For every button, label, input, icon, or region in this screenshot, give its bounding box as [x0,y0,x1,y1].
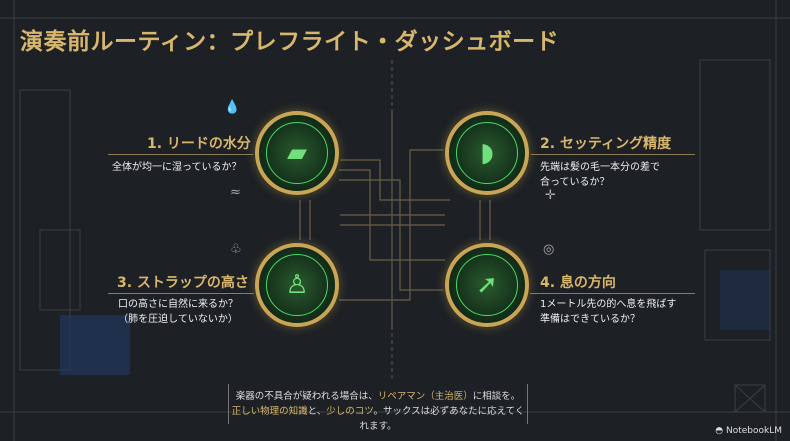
setting-precision-dial: ◗ [445,111,529,195]
water-drop-icon: 💧 [224,100,241,115]
player-icon: ♙ [266,254,328,316]
item-4-desc: 1メートル先の的へ息を飛ばす準備はできているか？ [540,299,677,325]
item-4-heading: 4. 息の方向 [540,275,616,291]
target-icon: ◎ [543,242,555,257]
strap-height-dial: ♙ [255,243,339,327]
notebooklm-logo: ◓ NotebookLM [715,426,782,436]
item-3-heading: 3. ストラップの高さ [117,275,249,291]
item-2-heading: 2. セッティング精度 [540,136,672,152]
footer-note: 楽器の不具合が疑われる場合は、リペアマン（主治医）に相談を。 正しい物理の知識と… [228,384,528,432]
water-level-icon: ≈ [230,185,241,200]
item-1-desc: 全体が均一に湿っているか？ [112,162,242,173]
crosshair-icon: ✛ [545,188,556,203]
item-1-heading: 1. リードの水分 [147,136,251,152]
item-3-desc: 口の高さに自然に来るか？（肺を圧迫していないか） [118,299,238,325]
lungs-icon: ♧ [230,242,242,257]
reed-moisture-dial: ▰ [255,111,339,195]
arrow-target-icon: ➚ [456,254,518,316]
breath-direction-dial: ➚ [445,243,529,327]
page-title: 演奏前ルーティン：プレフライト・ダッシュボード [20,29,560,55]
item-2-desc: 先端は髪の毛一本分の差で合っているか？ [540,162,660,188]
reed-icon: ▰ [266,122,328,184]
mouthpiece-icon: ◗ [456,122,518,184]
